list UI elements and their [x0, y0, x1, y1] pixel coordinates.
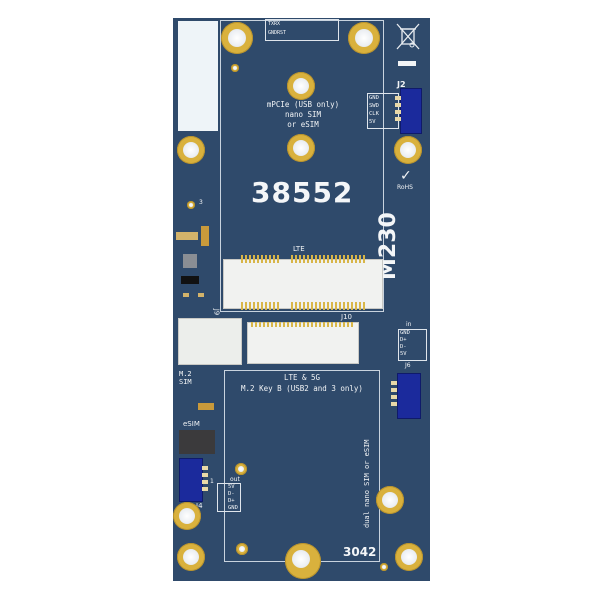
mounting-hole: [395, 543, 423, 571]
mounting-hole: [287, 72, 315, 100]
smd-component: [176, 232, 198, 240]
fiducial-label: 3: [199, 199, 203, 206]
j4-pin: [202, 487, 208, 491]
j10-m2-connector[interactable]: [247, 322, 359, 364]
chip: [181, 276, 199, 284]
mounting-hole: [287, 134, 315, 162]
j2-label: J2: [397, 80, 406, 89]
m2-module-outline: [224, 370, 380, 562]
j6-usb-in-connector[interactable]: [397, 373, 421, 419]
j6-pin: [391, 402, 397, 406]
esim-chip: [179, 430, 215, 454]
mounting-hole: [221, 22, 253, 54]
j6-header-label: in: [406, 321, 412, 328]
mounting-hole: [285, 543, 321, 579]
smd-component: [198, 403, 214, 410]
fiducial: [187, 201, 195, 209]
blank-label-area: [178, 21, 218, 131]
j6-pin-labels: GND D+ D- 5V: [398, 329, 427, 361]
mpcie-contacts: [291, 255, 366, 263]
j2-pin: [395, 117, 401, 121]
mounting-hole: [177, 543, 205, 571]
chip: [183, 254, 197, 268]
mpcie-contacts: [241, 302, 281, 310]
mounting-hole: [177, 136, 205, 164]
mpcie-contacts: [291, 302, 366, 310]
smd-component: [183, 293, 189, 297]
j4-pin-labels: 5V D- D+ GND: [217, 483, 241, 512]
m2-label: LTE & 5G M.2 Key B (USB2 and 3 only): [241, 373, 363, 393]
fiducial: [380, 563, 388, 571]
m2-size-label: 3042: [343, 545, 377, 559]
dual-sim-label: dual nano SIM or eSIM: [363, 439, 371, 528]
j6-label: J6: [405, 362, 411, 369]
j4-pin1-label: 1: [210, 478, 214, 485]
j6-pin: [391, 388, 397, 392]
mpcie-module-outline: [220, 20, 384, 312]
j10-label: J10: [341, 313, 352, 321]
mpcie-label: mPCIe (USB only) nano SIM or eSIM: [266, 100, 340, 129]
mounting-hole: [236, 543, 248, 555]
pcb-board: TXRX GNDRST mPCIe (USB only) nano SIM or…: [173, 18, 430, 581]
mounting-hole: [173, 502, 201, 530]
smd-component: [198, 293, 204, 297]
mounting-hole: [376, 486, 404, 514]
j2-pin: [395, 96, 401, 100]
j6-pin: [391, 395, 397, 399]
fiducial: [231, 64, 239, 72]
j2-swd-connector[interactable]: [400, 88, 422, 134]
rohs-check-icon: ✓: [400, 168, 412, 184]
smd-component: [201, 226, 209, 246]
j4-header-label: out: [230, 476, 240, 483]
rohs-label: RoHS: [397, 184, 413, 191]
top-header-label: TXRX GNDRST: [265, 19, 339, 41]
m2-sim-label: M.2 SIM: [179, 370, 192, 386]
j2-pin: [395, 103, 401, 107]
mounting-hole: [348, 22, 380, 54]
j9-label: J9: [212, 308, 221, 316]
j2-pin: [395, 110, 401, 114]
model-number: 38552: [251, 176, 354, 209]
mpcie-contacts: [241, 255, 281, 263]
j4-pin: [202, 480, 208, 484]
j4-usb-out-connector[interactable]: [179, 458, 203, 502]
mounting-hole: [235, 463, 247, 475]
j4-pin: [202, 466, 208, 470]
weee-bar: [398, 61, 416, 66]
lte-slot-label: LTE: [293, 245, 305, 253]
esim-label: eSIM: [183, 420, 200, 428]
j4-pin: [202, 473, 208, 477]
weee-bin-icon: [395, 22, 421, 52]
j6-pin: [391, 381, 397, 385]
mounting-hole: [394, 136, 422, 164]
m2-sim-holder[interactable]: [178, 318, 242, 365]
j10-contacts: [251, 322, 353, 327]
j4-label: J4: [196, 502, 203, 510]
